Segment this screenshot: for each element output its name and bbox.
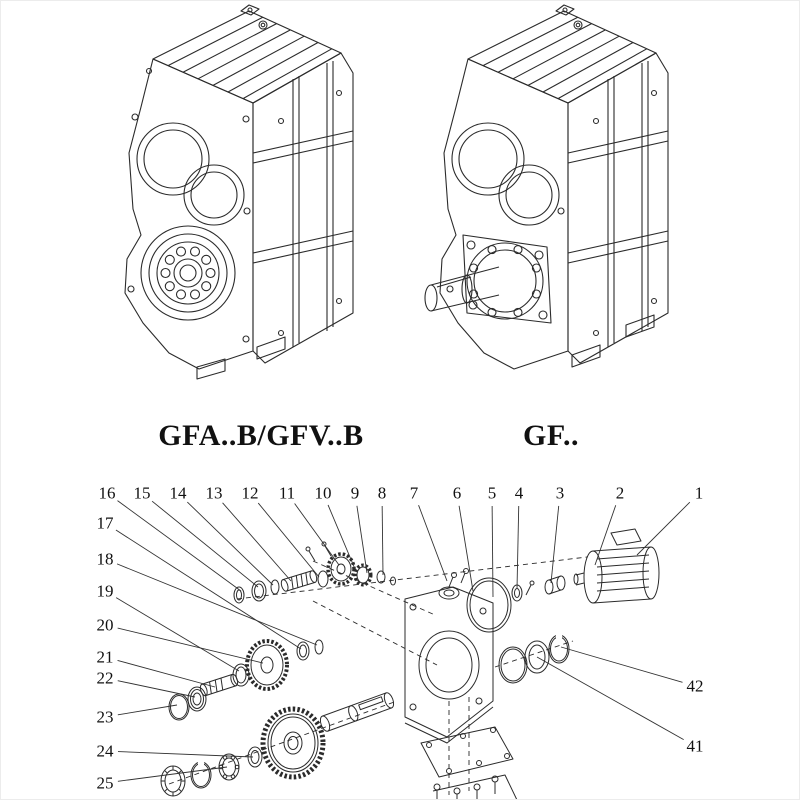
callout-number-23: 23 [96,707,114,727]
callout-number-4: 4 [514,483,524,503]
callout-number-41: 41 [686,736,704,756]
gearbox-drawing-gf [424,4,669,370]
callout-number-10: 10 [314,483,332,503]
leader-line-41 [536,656,684,741]
callout-number-7: 7 [409,483,419,503]
retaining-rings [498,633,570,684]
leader-line-6 [458,505,474,592]
leader-line-15 [151,500,259,588]
coupling-parts [511,575,566,602]
product-label-gfab: GFA..B/GFV..B [158,419,364,452]
leader-line-9 [356,505,368,574]
leader-line-8 [381,505,384,576]
axis-lines [168,556,588,795]
callout-number-13: 13 [205,483,223,503]
input-gasket-ring [466,577,512,633]
callout-number-18: 18 [96,549,114,569]
leader-line-21 [117,659,216,688]
callout-number-2: 2 [615,483,625,503]
callout-number-15: 15 [133,483,151,503]
leader-line-5 [491,505,494,598]
leader-line-10 [327,504,356,570]
leader-line-4 [516,505,520,590]
motor [573,528,660,604]
callout-number-16: 16 [98,483,116,503]
leader-lines [115,500,691,782]
callout-number-25: 25 [96,773,114,793]
gasket-plate [420,726,518,799]
housing [404,568,494,744]
exploded-view [115,500,691,799]
leader-line-7 [418,505,448,582]
leader-line-16 [117,500,242,592]
leader-line-22 [117,680,196,698]
callout-number-3: 3 [555,483,565,503]
leader-line-13 [222,502,292,582]
leader-line-2 [594,505,617,566]
intermediate-gear-parts [168,639,324,721]
callout-number-9: 9 [350,483,360,503]
leader-line-12 [257,502,320,578]
leader-line-18 [116,563,318,646]
callout-number-5: 5 [487,483,497,503]
leader-line-11 [294,503,340,566]
callout-number-12: 12 [241,483,259,503]
callout-number-11: 11 [278,483,296,503]
leader-line-25 [117,766,228,782]
callout-number-21: 21 [96,647,114,667]
gearbox-drawing-gfab [124,4,354,380]
leader-line-3 [550,505,560,584]
callout-number-1: 1 [694,483,704,503]
callout-number-20: 20 [96,615,114,635]
leader-line-23 [117,704,178,716]
callout-number-8: 8 [377,483,387,503]
leader-line-24 [117,751,254,758]
callout-number-17: 17 [96,513,114,533]
callout-number-42: 42 [686,676,704,696]
leader-line-42 [560,646,683,683]
callout-number-24: 24 [96,741,114,761]
leader-line-20 [117,627,264,664]
callout-number-6: 6 [452,483,462,503]
output-gear-parts [160,692,395,797]
callout-number-14: 14 [169,483,187,503]
callout-number-22: 22 [96,668,114,688]
leader-line-17 [115,529,302,650]
leader-line-19 [115,597,240,672]
leader-line-1 [636,501,691,556]
leader-line-14 [187,501,274,586]
product-label-gf: GF.. [523,419,579,452]
callout-number-19: 19 [96,581,114,601]
